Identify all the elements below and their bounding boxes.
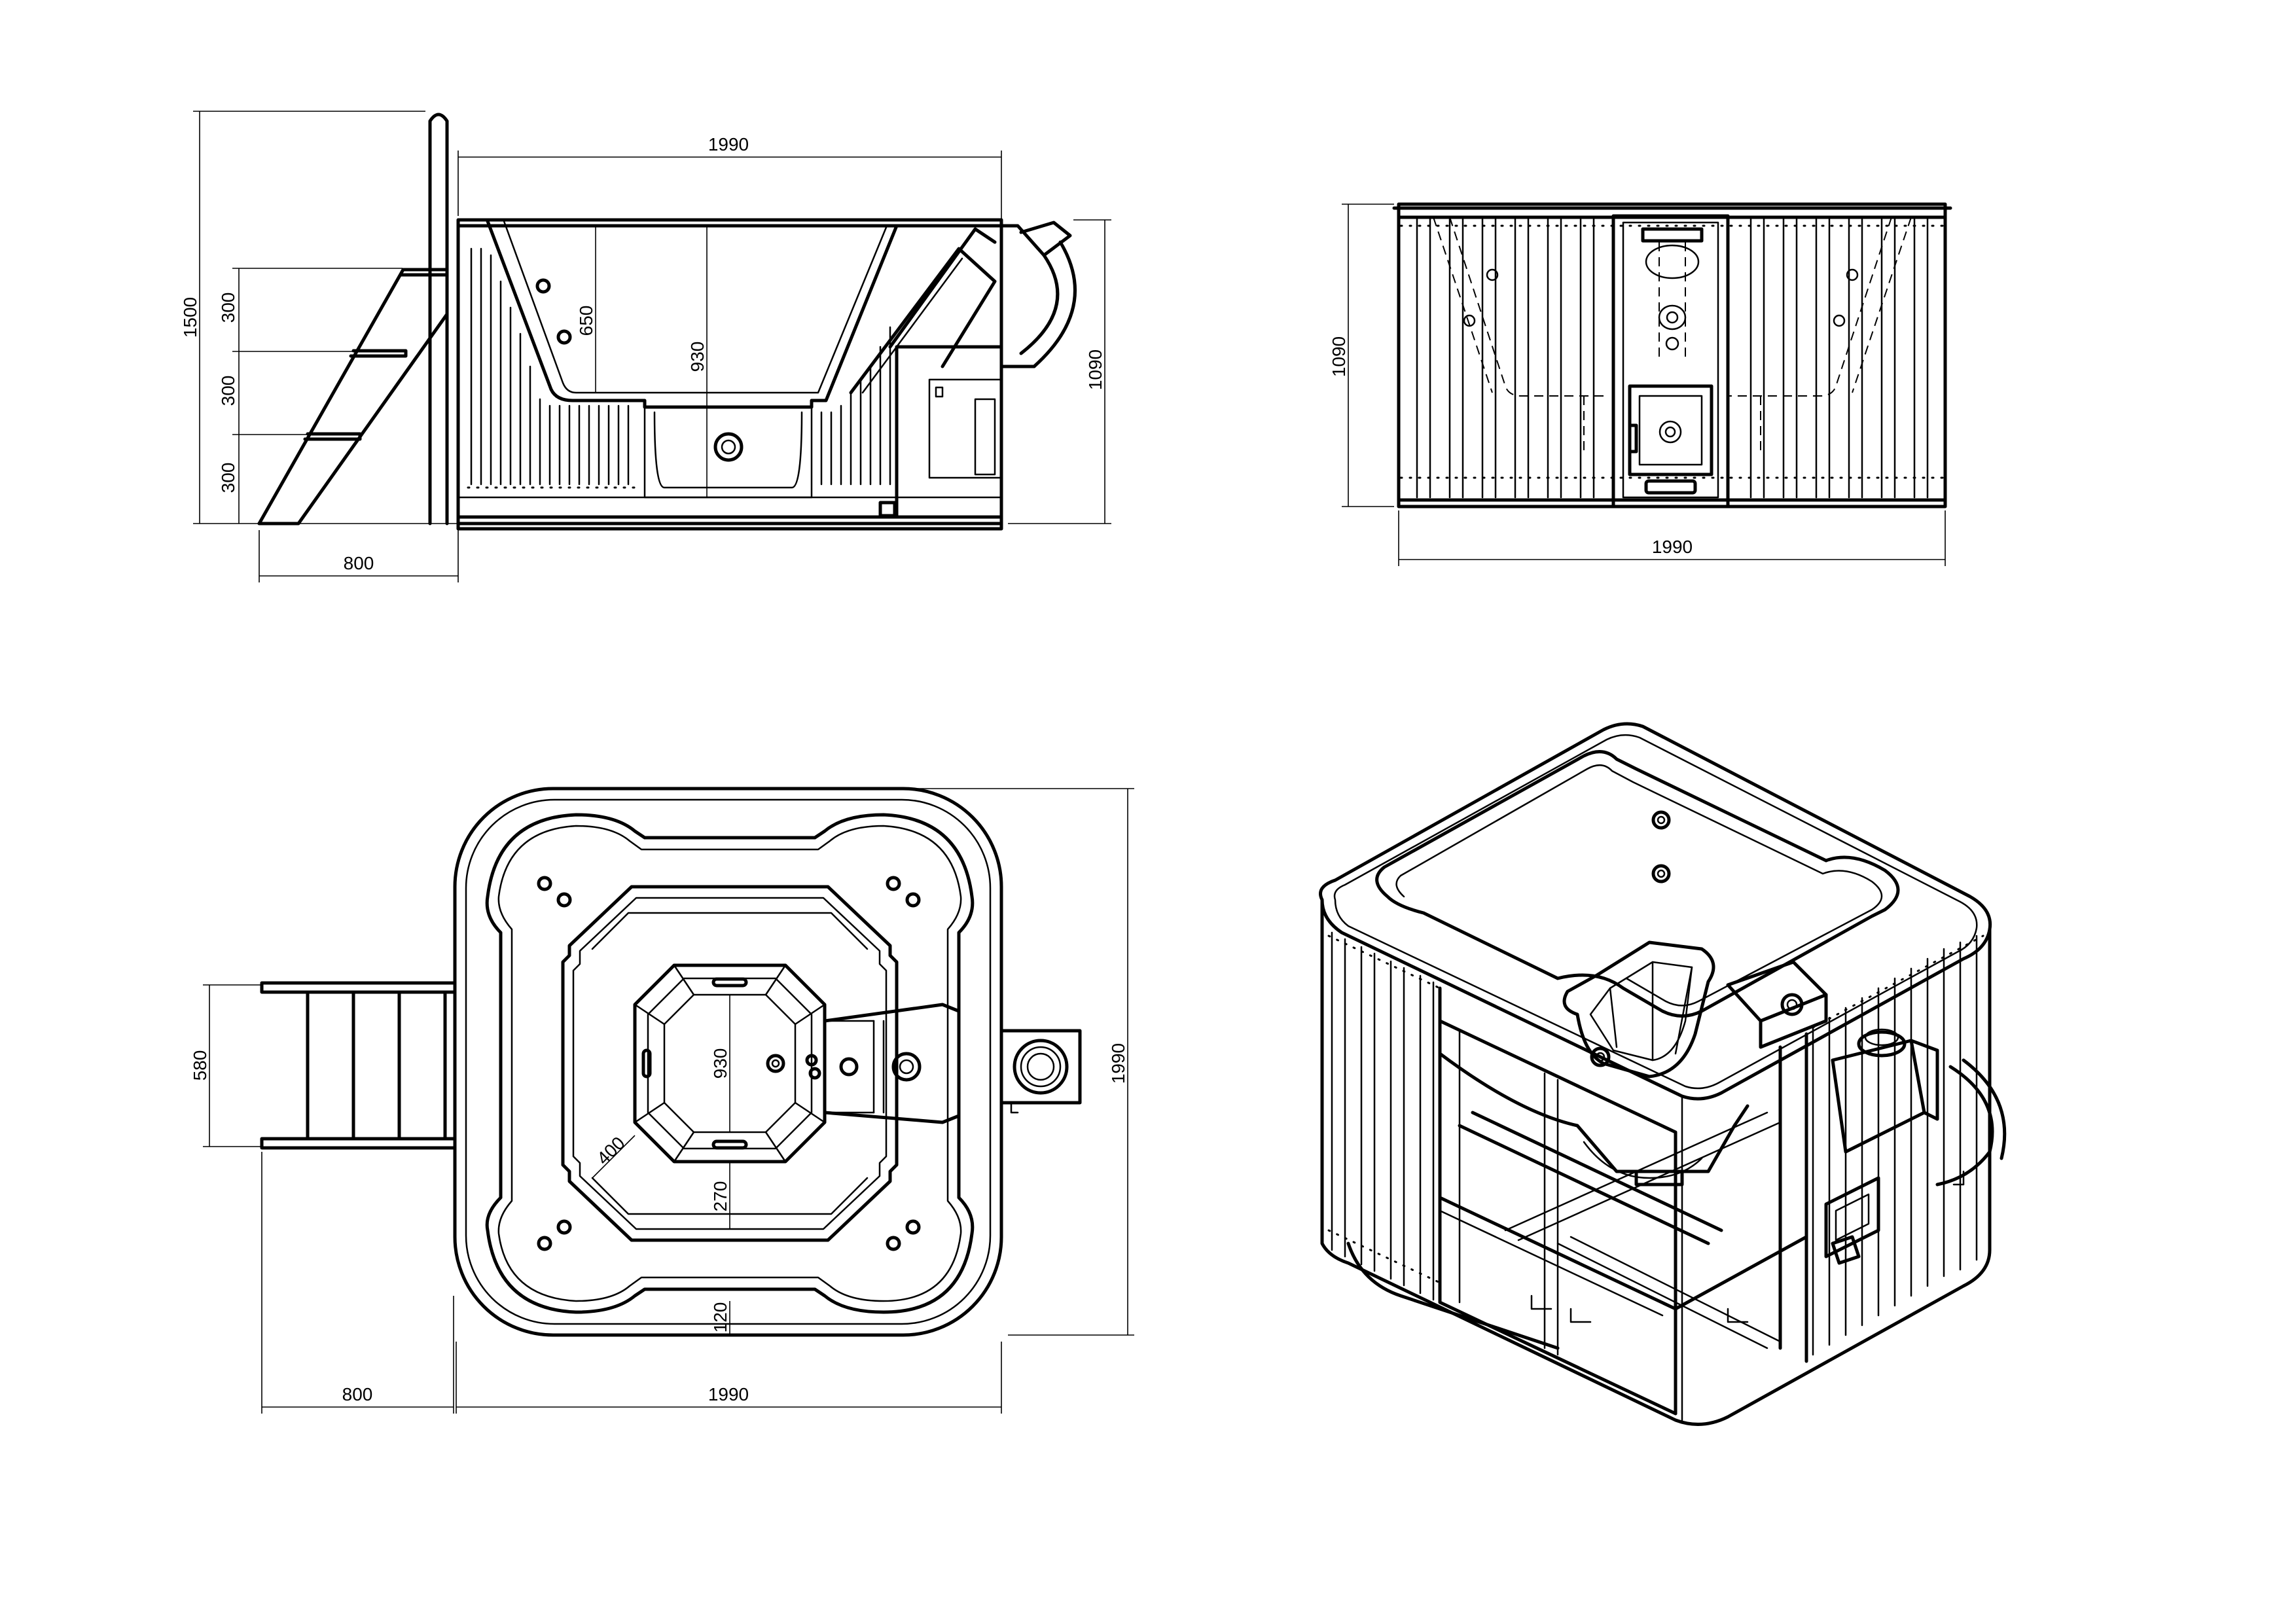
dim-plan-width: 1990 [708,1384,749,1404]
side-elevation-view: 1500 300 300 300 1990 650 930 1090 800 [180,111,1111,582]
tub-body-front [1397,202,1947,508]
dim-front-width: 1990 [1652,537,1693,557]
dim-tub-depth: 930 [687,342,708,372]
dim-overall-height: 1500 [180,297,200,338]
jet-icon [556,892,572,908]
dim-inner-depth: 650 [576,306,596,336]
dim-seat-depth: 930 [710,1048,730,1079]
dim-step-3: 300 [218,463,238,493]
stove-pipe [849,247,997,395]
chimney [993,221,1072,257]
jet-icon [556,329,572,345]
dim-step-2: 300 [218,376,238,406]
handrail-pole [428,113,449,526]
ladder-plan [260,981,457,1150]
jet-icon [556,1219,572,1235]
plan-view: 580 930 400 270 120 1990 800 1990 [190,787,1134,1414]
dim-ladder-side: 580 [190,1050,210,1081]
dim-front-height: 1090 [1329,336,1349,377]
dim-side-height: 1090 [1085,349,1105,390]
tub-body-side [456,218,1077,531]
dim-plan-ladder: 800 [342,1384,373,1404]
jet-icon [886,876,901,891]
stove-front [1611,214,1730,508]
jet-icon [537,1236,552,1251]
ladder [257,268,449,526]
jet-icon [905,892,921,908]
drain-icon [766,1054,785,1073]
stove-door [1824,1176,1880,1258]
jet-icon [886,1236,901,1251]
dim-rim: 120 [710,1302,730,1333]
jet-icon [535,278,551,294]
iso-stove [1824,1028,1939,1265]
dim-ladder-width: 800 [344,553,374,573]
jet-icon [1651,810,1671,830]
front-elevation-view: 1090 1990 [1329,202,1952,566]
chimney-plan [999,1029,1082,1114]
stove-box [895,345,1003,519]
stove-door [1628,384,1713,476]
dim-step-1: 300 [218,293,238,323]
jet-icon [1651,864,1671,883]
dim-side-width: 1990 [708,134,749,154]
jet-icon [537,876,552,891]
dim-diagonal: 400 [593,1133,629,1169]
jet-icon [905,1219,921,1235]
drain-icon [713,432,744,462]
dim-plan-depth: 1990 [1108,1043,1128,1084]
side-dimensions: 1500 300 300 300 1990 650 930 1090 800 [180,111,1111,582]
stove-channel [823,1003,961,1124]
isometric-view [1319,722,2007,1426]
dim-center-to-seat: 270 [710,1181,730,1212]
